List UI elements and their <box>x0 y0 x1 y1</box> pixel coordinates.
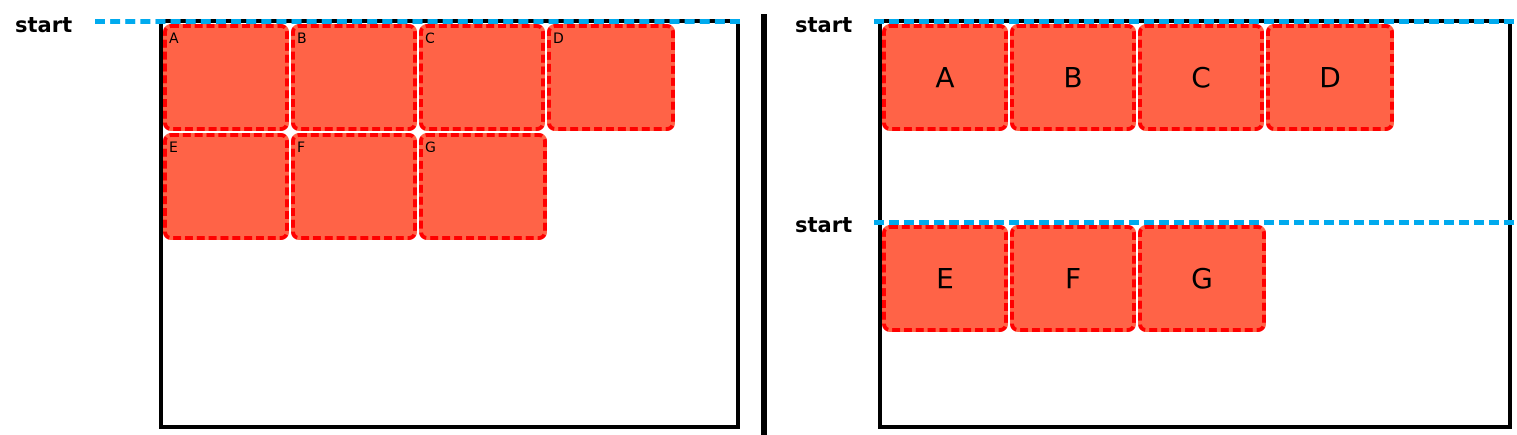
item-label: A <box>935 60 955 94</box>
right-item-a: A <box>882 24 1008 131</box>
right-item-f: F <box>1010 225 1136 332</box>
left-start-label: start <box>15 13 73 37</box>
panel-divider <box>761 14 767 435</box>
left-item-d: D <box>547 24 675 131</box>
left-item-c: C <box>419 24 545 131</box>
item-label: B <box>1063 60 1083 94</box>
left-item-a: A <box>163 24 289 131</box>
right-item-g: G <box>1138 225 1266 332</box>
left-start-line <box>95 19 740 24</box>
left-item-b: B <box>291 24 417 131</box>
right-item-d: D <box>1266 24 1394 131</box>
item-label: F <box>297 140 306 156</box>
right-row2-start-line <box>874 220 1514 225</box>
right-row2-start-label: start <box>795 213 853 237</box>
right-item-c: C <box>1138 24 1264 131</box>
right-item-e: E <box>882 225 1008 332</box>
item-label: G <box>1191 261 1213 295</box>
item-label: C <box>425 31 435 47</box>
left-item-g: G <box>419 133 547 240</box>
right-row1-start-label: start <box>795 13 853 37</box>
item-label: D <box>553 31 564 47</box>
left-item-e: E <box>163 133 289 240</box>
left-item-f: F <box>291 133 417 240</box>
item-label: A <box>169 31 179 47</box>
item-label: G <box>425 140 436 156</box>
right-item-b: B <box>1010 24 1136 131</box>
right-row1-start-line <box>874 19 1514 24</box>
item-label: C <box>1191 60 1211 94</box>
item-label: D <box>1319 60 1341 94</box>
item-label: F <box>1064 261 1082 295</box>
item-label: B <box>297 31 307 47</box>
item-label: E <box>169 140 178 156</box>
item-label: E <box>936 261 954 295</box>
